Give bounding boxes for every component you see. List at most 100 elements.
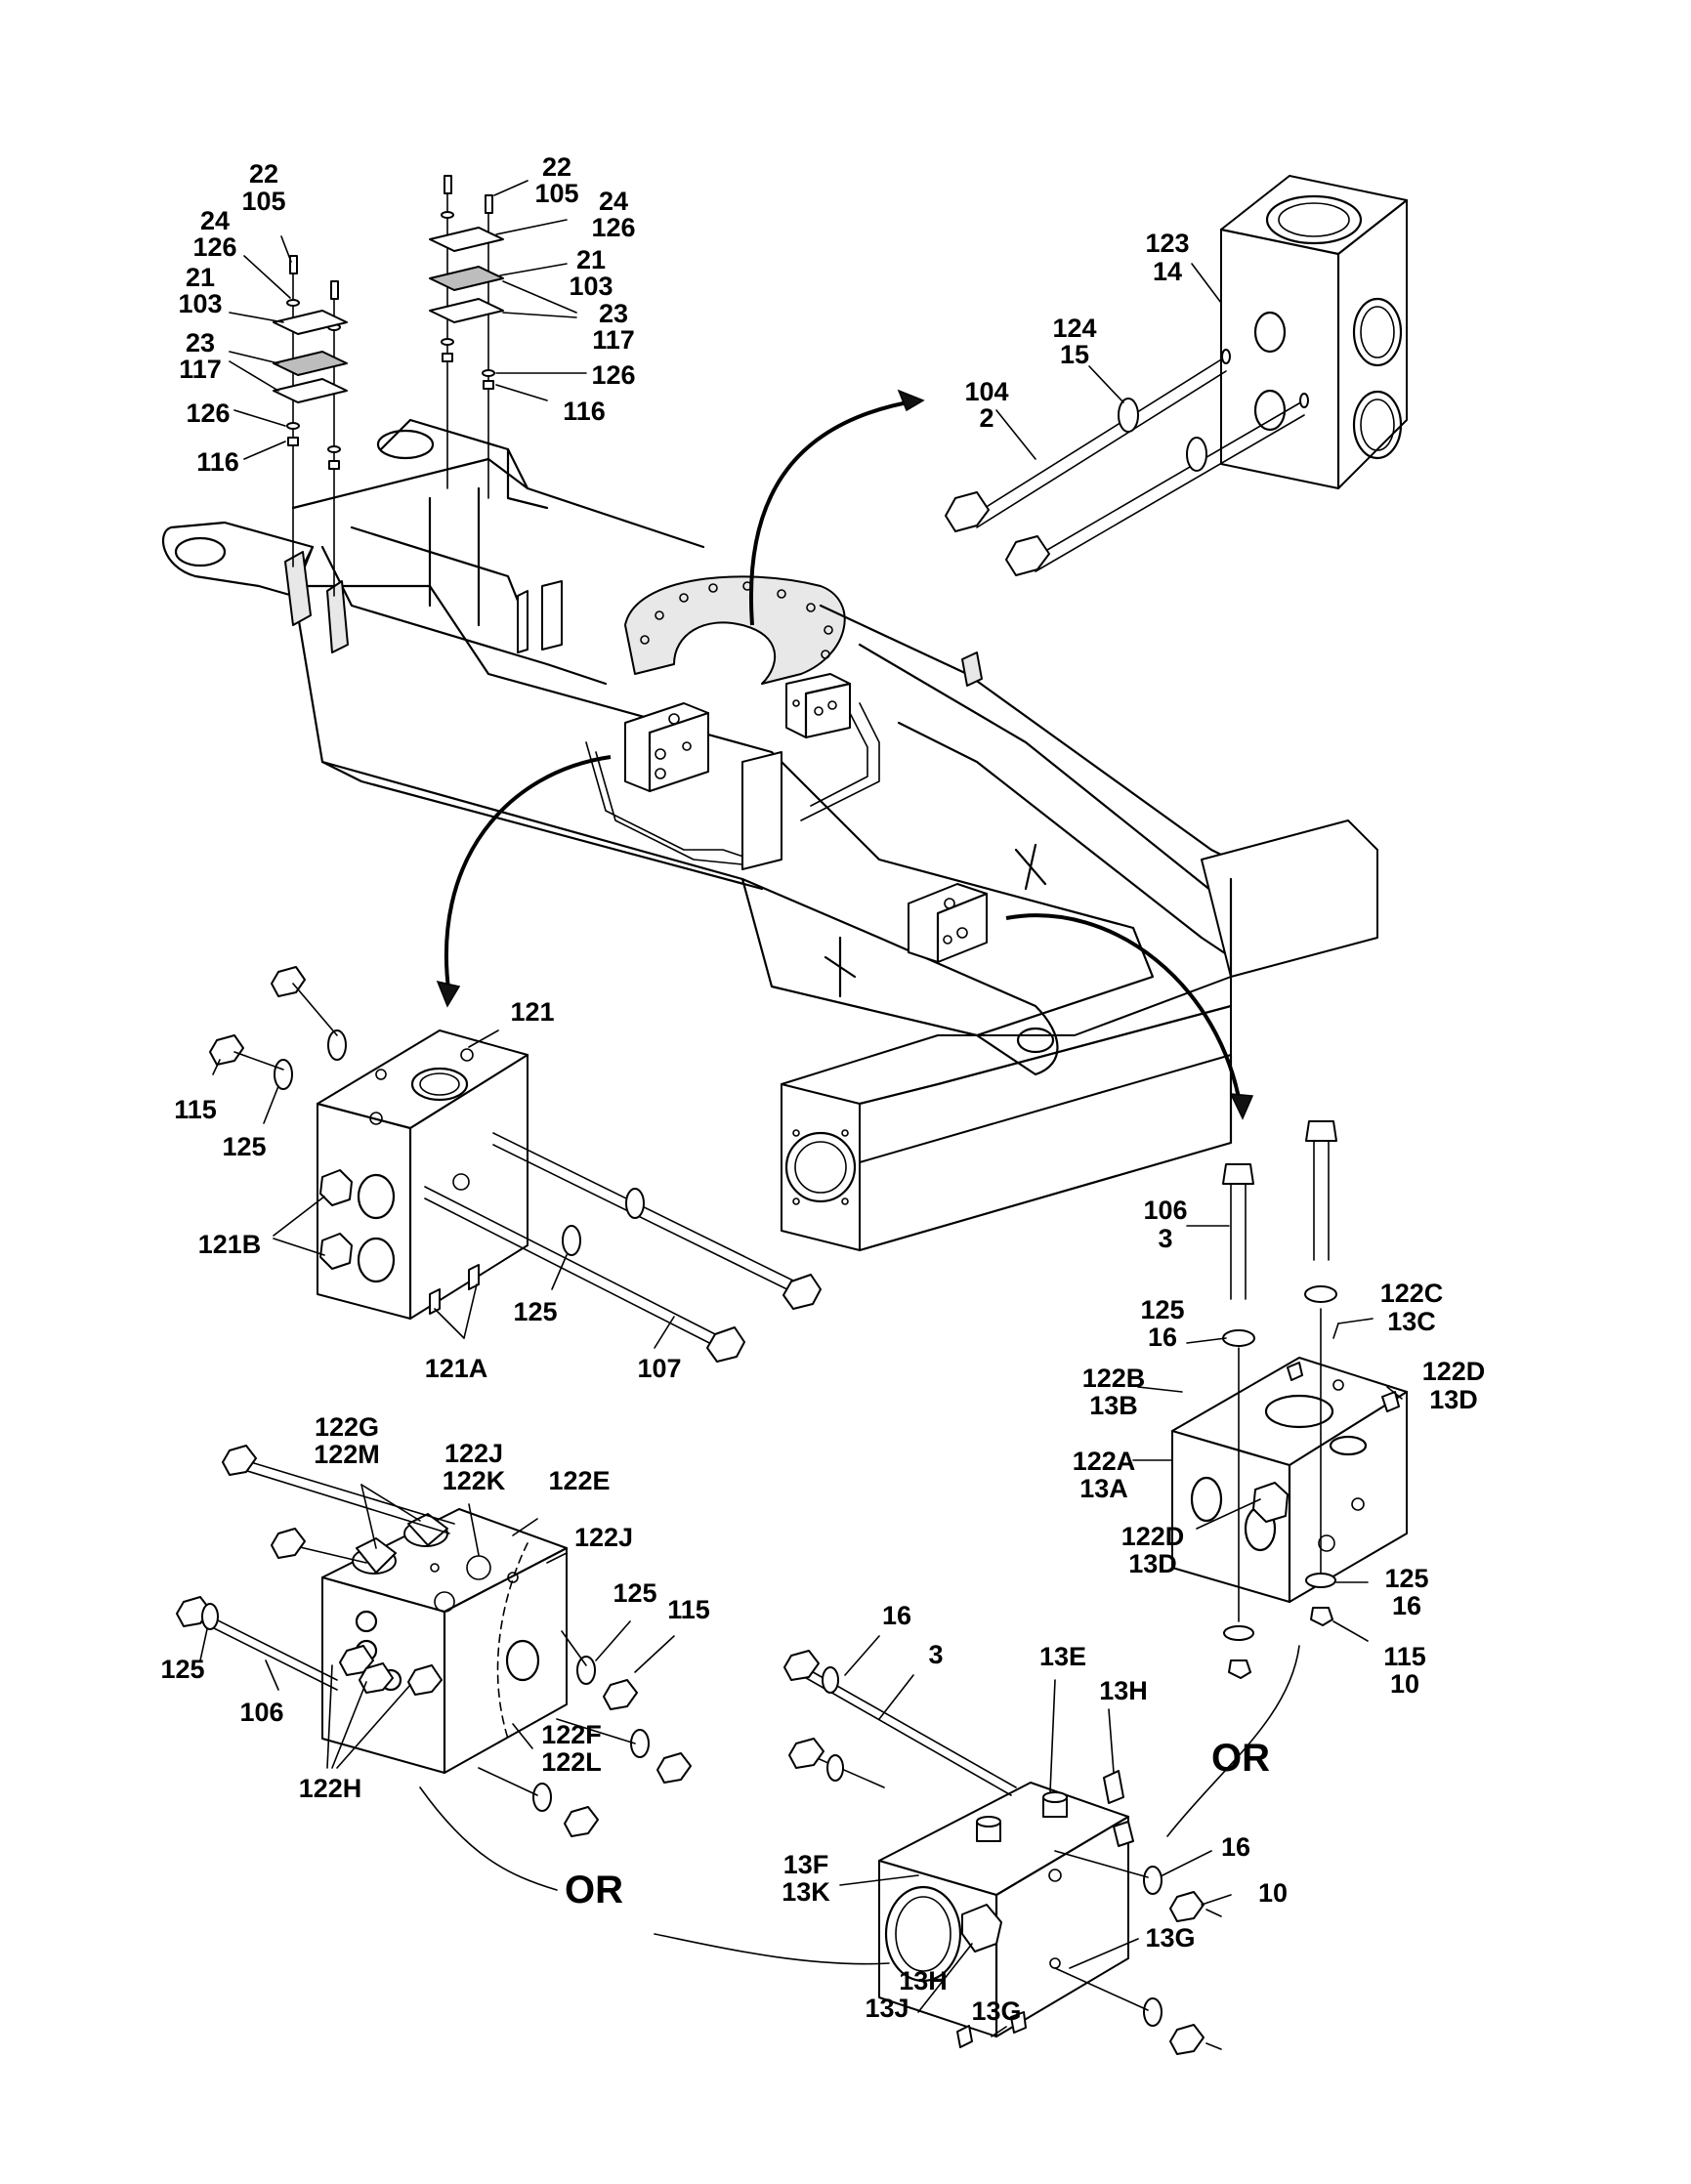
valve-13-leaders: [839, 1635, 1232, 2037]
callout-arrows: [436, 389, 1254, 1120]
label-top-left-22: 22: [249, 159, 278, 189]
label-122c: 122C: [1380, 1279, 1444, 1308]
label-or-bottom: OR: [565, 1869, 623, 1911]
label-122f: 122F: [541, 1720, 602, 1749]
label-10-right: 10: [1390, 1669, 1419, 1699]
label-107: 107: [637, 1354, 681, 1383]
label-115-lv: 115: [667, 1595, 710, 1624]
machine-frame: [162, 418, 1378, 1252]
label-122g: 122G: [315, 1412, 379, 1442]
label-13b: 13B: [1089, 1391, 1138, 1420]
label-122d-top: 122D: [1422, 1357, 1486, 1386]
label-top-mid-117: 117: [592, 325, 635, 355]
label-123: 123: [1145, 229, 1189, 258]
label-top-left-23: 23: [186, 328, 215, 357]
callout-labels: 22 105 24 126 21 103 23 117 126 116 22 1…: [160, 152, 1485, 2026]
label-122d-bot: 122D: [1121, 1522, 1185, 1551]
label-125-lv-left: 125: [160, 1655, 204, 1684]
label-125-mid-b: 125: [513, 1297, 557, 1326]
label-121: 121: [510, 997, 554, 1027]
label-115-mid: 115: [174, 1095, 217, 1124]
label-122a: 122A: [1073, 1447, 1136, 1476]
label-13a: 13A: [1079, 1474, 1128, 1503]
label-top-mid-126b: 126: [591, 360, 635, 390]
label-top-mid-105: 105: [534, 179, 578, 208]
label-16-bv-right: 16: [1221, 1832, 1250, 1862]
label-10-bv: 10: [1258, 1878, 1288, 1908]
label-14: 14: [1153, 257, 1182, 286]
label-13f: 13F: [783, 1850, 829, 1879]
valve-121-assembly: [209, 966, 822, 1363]
label-13d-top: 13D: [1429, 1385, 1478, 1414]
label-13g-right: 13G: [1145, 1923, 1195, 1953]
label-top-left-103: 103: [178, 289, 222, 318]
label-121a: 121A: [425, 1354, 488, 1383]
label-122m: 122M: [314, 1440, 380, 1469]
label-122h: 122H: [299, 1774, 362, 1803]
valve-122-left-assembly: [176, 1445, 692, 1837]
label-13j: 13J: [865, 1994, 909, 2023]
label-122b: 122B: [1082, 1364, 1146, 1393]
label-top-mid-103: 103: [569, 272, 613, 301]
label-13h-top: 13H: [1099, 1676, 1148, 1705]
top-left-leaders: [229, 180, 587, 460]
top-left-hardware-stack: [273, 255, 348, 597]
label-2: 2: [979, 403, 993, 433]
label-121b: 121B: [198, 1230, 262, 1259]
or-connectors: [419, 1645, 1300, 1965]
label-115-right: 115: [1383, 1642, 1426, 1671]
label-13c: 13C: [1387, 1307, 1436, 1336]
label-122e: 122E: [548, 1466, 610, 1495]
valve-121-leaders: [212, 1029, 675, 1349]
valve-122-left-leaders: [199, 1484, 675, 1769]
label-top-left-126: 126: [192, 232, 236, 262]
label-13g-bot: 13G: [971, 1996, 1021, 2026]
label-13e: 13E: [1039, 1642, 1086, 1671]
label-top-left-126b: 126: [186, 399, 230, 428]
label-top-left-24: 24: [200, 206, 230, 235]
label-125-mid-a: 125: [222, 1132, 266, 1161]
label-122k: 122K: [443, 1466, 506, 1495]
label-13h-bot: 13H: [899, 1966, 948, 1995]
valve-13-assembly: [783, 1650, 1222, 2055]
label-top-left-21: 21: [186, 263, 215, 292]
label-top-mid-126: 126: [591, 213, 635, 242]
label-124: 124: [1052, 314, 1096, 343]
frame-valve-right: [908, 883, 989, 964]
label-top-mid-22: 22: [542, 152, 571, 182]
label-125-lv: 125: [613, 1578, 656, 1608]
label-16-right: 16: [1148, 1323, 1177, 1352]
label-122l: 122L: [541, 1747, 602, 1777]
top-right-leaders: [995, 263, 1222, 460]
label-top-mid-23: 23: [599, 299, 628, 328]
label-13d-bot: 13D: [1128, 1549, 1177, 1578]
label-top-left-105: 105: [241, 187, 285, 216]
label-or-right: OR: [1211, 1737, 1270, 1780]
label-top-mid-116: 116: [563, 397, 606, 426]
label-104: 104: [964, 377, 1008, 406]
label-top-left-117: 117: [179, 355, 222, 384]
label-3-right: 3: [1158, 1224, 1172, 1253]
label-125-right: 125: [1140, 1295, 1184, 1324]
label-106-lv: 106: [239, 1698, 283, 1727]
frame-valve-left: [624, 702, 710, 793]
label-top-mid-21: 21: [576, 245, 606, 274]
valve-122-right-assembly: [1170, 1120, 1409, 1679]
label-122j-top: 122J: [444, 1439, 503, 1468]
label-16-bv: 16: [882, 1601, 911, 1630]
label-top-mid-24: 24: [599, 187, 628, 216]
label-16-right-bot: 16: [1392, 1591, 1421, 1620]
frame-valve-mid: [785, 673, 852, 739]
label-13k: 13K: [782, 1877, 830, 1907]
valve-122-right-leaders: [1132, 1225, 1403, 1642]
label-3-bv: 3: [928, 1640, 943, 1669]
label-top-left-116: 116: [196, 447, 239, 477]
label-125-right-bot: 125: [1384, 1564, 1428, 1593]
top-mid-hardware-stack: [429, 175, 504, 499]
label-15: 15: [1060, 340, 1089, 369]
label-106-right: 106: [1143, 1196, 1187, 1225]
top-right-valve-block: [945, 175, 1409, 576]
label-122j: 122J: [574, 1523, 633, 1552]
